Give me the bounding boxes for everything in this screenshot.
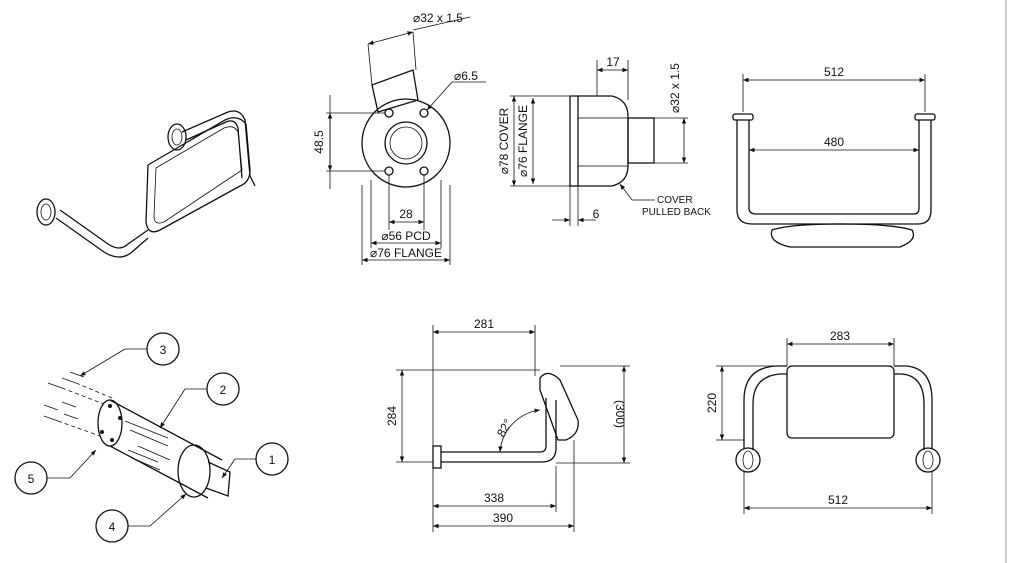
front-height-dim: 220 [705, 393, 719, 413]
exploded-view: 3 2 1 5 4 [14, 332, 289, 543]
flange-inner-dim: 28 [399, 207, 413, 221]
section-tube-dim: ⌀32 x 1.5 [668, 63, 682, 113]
top-outer-dim: 512 [824, 65, 844, 79]
side-height-ref-dim: (300) [613, 400, 627, 428]
section-top-dim: 17 [606, 55, 620, 69]
flange-tube-label: ⌀32 x 1.5 [413, 11, 463, 25]
top-inner-dim: 480 [824, 135, 844, 149]
callout-3-number: 3 [160, 343, 167, 357]
side-section-view: 17 ⌀32 x 1.5 ⌀78 COVER ⌀76 FLANGE 6 COVE… [497, 55, 711, 226]
side-view: 281 284 (300) 82° 338 390 [385, 317, 630, 532]
section-cover-dim: ⌀78 COVER [497, 107, 511, 174]
isometric-view [36, 110, 256, 258]
callout-1-number: 1 [269, 453, 276, 467]
flange-pcd-dim: ⌀56 PCD [381, 229, 431, 243]
top-view: 512 480 [732, 65, 936, 248]
section-note-line2: PULLED BACK [642, 207, 711, 218]
section-bottom-dim: 6 [593, 207, 600, 221]
flange-diameter-dim: ⌀76 FLANGE [370, 246, 442, 260]
flange-detail-view: ⌀32 x 1.5 ⌀6.5 48.5 28 ⌀56 PCD ⌀76 FLANG… [312, 11, 486, 265]
side-bottom-inner-dim: 338 [484, 491, 504, 505]
side-height-dim: 284 [385, 406, 399, 426]
flange-vertical-dim: 48.5 [312, 130, 326, 154]
callout-5-number: 5 [28, 472, 35, 486]
section-flange-dim: ⌀76 FLANGE [516, 105, 530, 177]
callout-4-number: 4 [109, 520, 116, 534]
side-top-dim: 281 [474, 317, 494, 331]
front-view: 283 220 512 [705, 329, 941, 514]
side-angle-dim: 82° [494, 416, 515, 439]
callout-2-number: 2 [220, 383, 227, 397]
side-bottom-outer-dim: 390 [493, 511, 513, 525]
flange-hole-label: ⌀6.5 [454, 69, 478, 83]
front-pad-dim: 283 [830, 329, 850, 343]
section-note-line1: COVER [657, 195, 693, 206]
front-base-dim: 512 [828, 493, 848, 507]
